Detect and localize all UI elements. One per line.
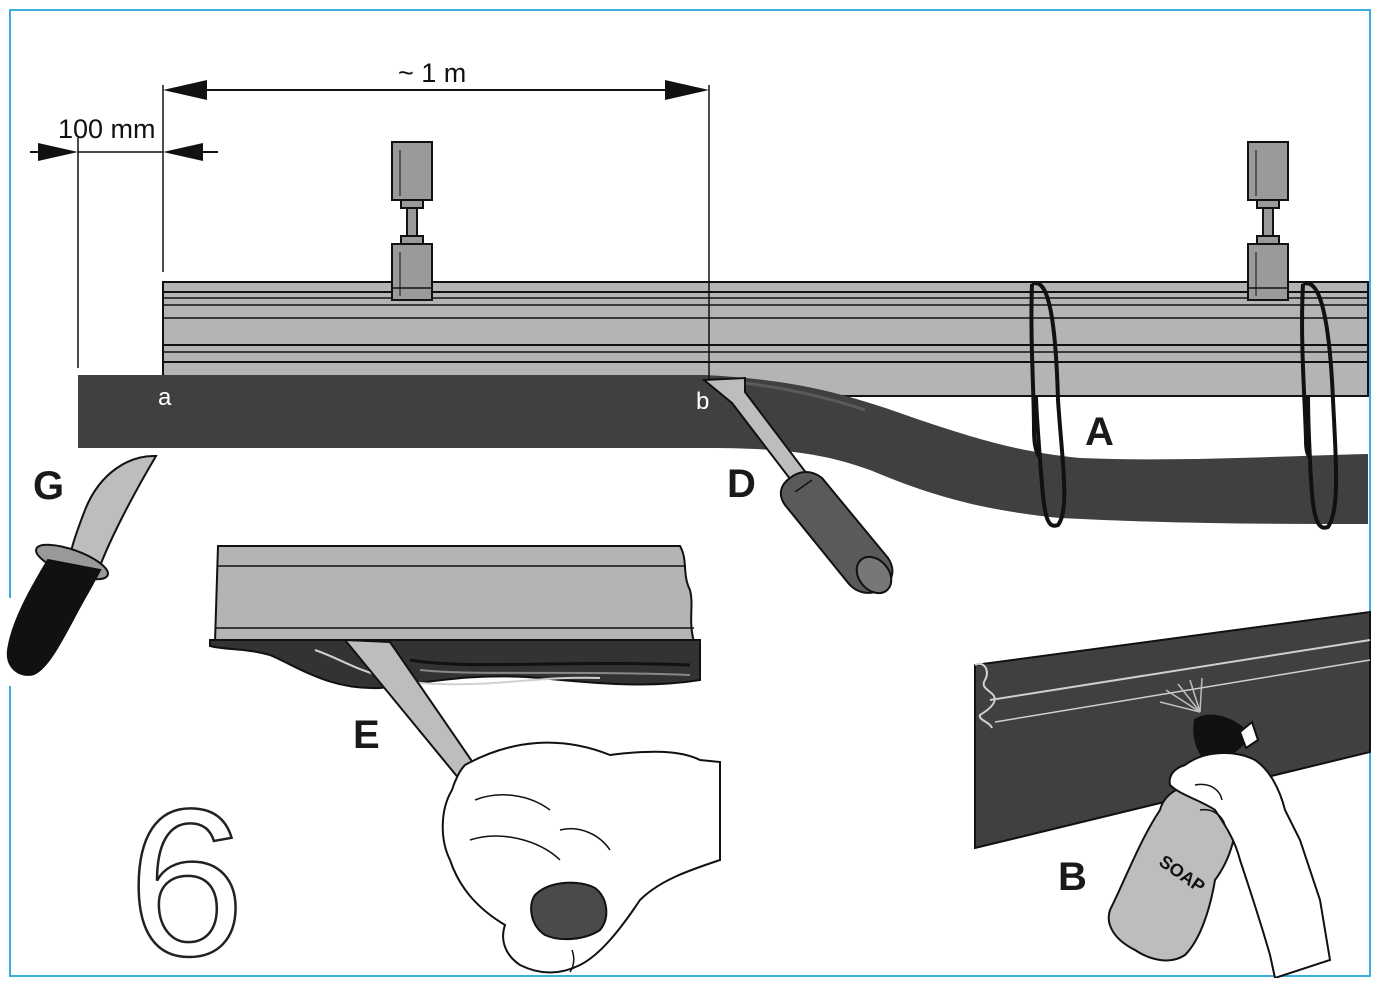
point-a-label: a (158, 384, 172, 411)
dimension-offset (30, 138, 218, 368)
dimension-span (162, 80, 710, 380)
soap-spray-bottle-icon (1107, 677, 1332, 980)
part-label-d: D (727, 462, 756, 506)
rubber-loop-icon (1029, 281, 1339, 530)
hand-with-screwdriver-icon (342, 638, 721, 974)
rubber-seal-strip (78, 375, 1368, 524)
blue-frame (9, 9, 1371, 977)
screwdriver-icon (701, 376, 894, 595)
seal-profile-inset (974, 610, 1371, 850)
rail-detail-inset (209, 545, 701, 690)
rail-profile (162, 281, 1369, 397)
mounting-bracket-right (1247, 141, 1289, 301)
step-number: 6 (128, 765, 245, 978)
part-label-a: A (1085, 410, 1114, 454)
dimension-offset-label: 100 mm (58, 114, 156, 144)
point-b-label: b (696, 388, 709, 415)
dimension-span-label: ~ 1 m (398, 58, 466, 88)
part-label-e: E (353, 713, 380, 757)
knife-icon (6, 454, 158, 676)
mounting-bracket-left (391, 141, 433, 301)
part-label-g: G (33, 464, 64, 508)
part-label-b: B (1058, 855, 1087, 899)
